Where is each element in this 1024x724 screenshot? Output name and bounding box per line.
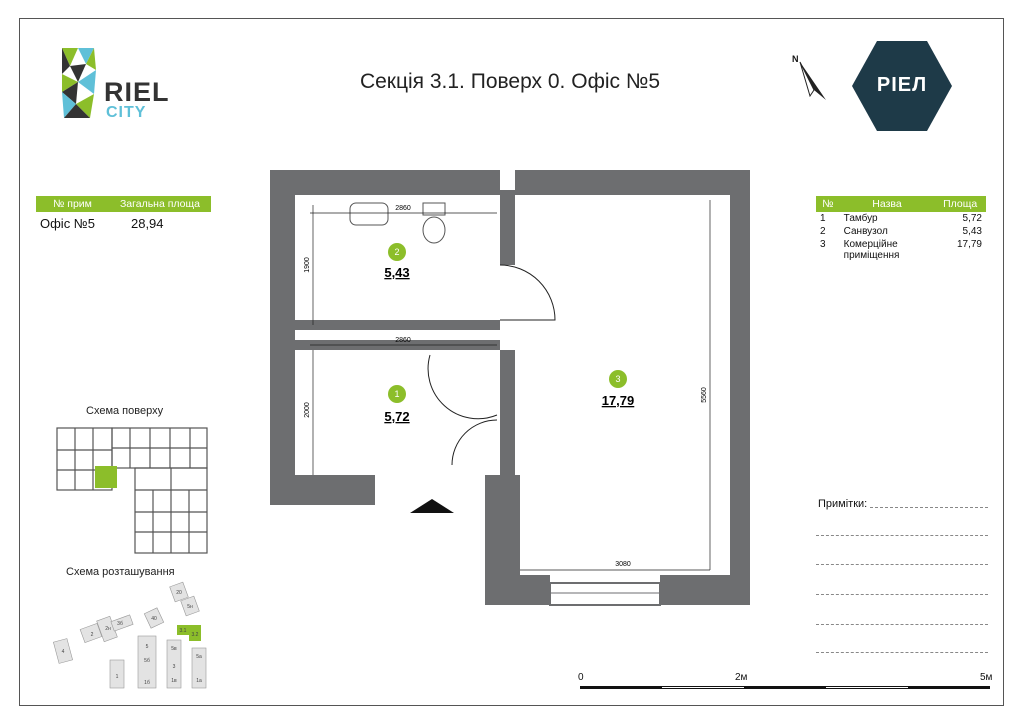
note-line — [816, 594, 988, 595]
hexagon-icon — [852, 41, 952, 131]
site-label: 3б — [117, 621, 123, 627]
north-arrow-icon — [799, 61, 826, 100]
summary-office-area: 28,94 — [130, 216, 164, 231]
site-label: 2н — [105, 626, 111, 632]
note-line — [816, 652, 988, 653]
scale-label-0: 0 — [578, 672, 584, 683]
note-line — [870, 507, 988, 508]
rooms-header-area: Площа — [934, 196, 986, 212]
scale-label-5m: 5м — [980, 672, 993, 683]
site-label: 5в — [171, 646, 177, 652]
riel-brand-logo: РІЕЛ — [852, 41, 952, 131]
table-row: 1 Тамбур 5,72 — [816, 212, 986, 225]
scale-label-2m: 2м — [735, 672, 748, 683]
notes-label: Примітки: — [818, 498, 868, 510]
site-label: 5б — [144, 658, 150, 664]
note-line — [816, 535, 988, 536]
site-label: 1в — [171, 678, 177, 684]
dim-1900: 1900 — [304, 257, 311, 273]
logo-word-riel: RIEL — [104, 77, 170, 107]
site-scheme-caption: Схема розташування — [66, 566, 175, 578]
site-label: 40 — [151, 616, 157, 622]
dim-2000: 2000 — [304, 402, 311, 418]
room-area: 17,79 — [956, 239, 982, 250]
scale-segment — [908, 686, 990, 689]
floor-scheme-map — [56, 427, 208, 554]
site-label: 3 — [173, 664, 176, 670]
scale-segment — [744, 686, 826, 689]
dim-3080: 3080 — [615, 561, 631, 568]
room-2-num: 2 — [394, 247, 399, 257]
site-label: 5а — [196, 654, 202, 660]
rooms-header-name: Назва — [839, 196, 935, 212]
riel-city-logo: RIEL CITY — [60, 44, 180, 124]
summary-office-name: Офіс №5 — [40, 216, 95, 231]
dim-2860-mid: 2860 — [395, 337, 411, 344]
note-line — [816, 564, 988, 565]
dim-5560: 5560 — [701, 387, 708, 403]
site-label: 20 — [176, 590, 182, 596]
plan-walls — [270, 170, 750, 605]
toilet-tank-icon — [422, 202, 446, 216]
page-title: Секція 3.1. Поверх 0. Офіс №5 — [359, 70, 661, 93]
table-row: 3 Комерційне приміщення 17,79 — [816, 238, 986, 262]
room-area: 5,43 — [962, 226, 982, 237]
room-1-num: 1 — [394, 389, 399, 399]
room-area: 5,72 — [962, 213, 982, 224]
toilet-icon — [422, 216, 446, 244]
summary-header-num: № прим — [36, 196, 109, 212]
rooms-table: № Назва Площа 1 Тамбур 5,72 2 Санвузол 5… — [816, 196, 986, 262]
room-1-area: 5,72 — [384, 409, 409, 424]
site-label: 5 — [146, 644, 149, 650]
scale-bar: 0 2м 5м — [575, 672, 995, 692]
page-frame — [19, 18, 1004, 706]
scale-segment — [580, 686, 662, 689]
dim-2860-top: 2860 — [395, 205, 411, 212]
site-label: 2 — [91, 632, 94, 638]
room-2-area: 5,43 — [384, 265, 409, 280]
site-label: 5н — [187, 604, 193, 610]
summary-table: № прим Загальна площа Офіс №5 28,94 — [36, 196, 211, 232]
table-row: 2 Санвузол 5,43 — [816, 225, 986, 238]
floor-plan: 2860 2860 1900 2000 5560 3080 2 5,43 1 5… — [270, 170, 750, 606]
north-label: N — [792, 54, 799, 64]
site-label: 4 — [62, 649, 65, 655]
site-scheme-map: 4 2 2н 3б 40 20 3.1 3.2 5 5б 5в 5а 1 1б … — [53, 581, 207, 689]
room-3-num: 3 — [615, 374, 620, 384]
room-num: 2 — [820, 226, 826, 237]
room-name: Санвузол — [843, 226, 888, 237]
brand-text: РІЕЛ — [876, 74, 928, 96]
logo-mosaic-icon — [62, 48, 96, 118]
room-3-area: 17,79 — [602, 393, 635, 408]
site-label: 3.2 — [192, 632, 199, 638]
entrance-arrow-icon — [410, 499, 454, 513]
scale-segment — [662, 686, 744, 689]
room-num: 3 — [820, 239, 826, 250]
site-label: 1б — [144, 680, 150, 686]
room-name: Тамбур — [843, 213, 878, 224]
north-arrow: N — [792, 54, 832, 104]
room-num: 1 — [820, 213, 826, 224]
logo-word-city: CITY — [106, 104, 147, 121]
site-label: 1а — [196, 678, 202, 684]
room-name: Комерційне приміщення — [843, 239, 900, 261]
sink-icon — [349, 202, 389, 226]
summary-row: Офіс №5 28,94 — [36, 212, 211, 232]
site-label: 1 — [116, 674, 119, 680]
floor-scheme-caption: Схема поверху — [86, 405, 164, 417]
summary-header-area: Загальна площа — [108, 196, 211, 212]
note-line — [816, 624, 988, 625]
site-label: 3.1 — [180, 628, 187, 634]
scale-segment — [826, 686, 908, 689]
rooms-header-num: № — [816, 196, 840, 212]
